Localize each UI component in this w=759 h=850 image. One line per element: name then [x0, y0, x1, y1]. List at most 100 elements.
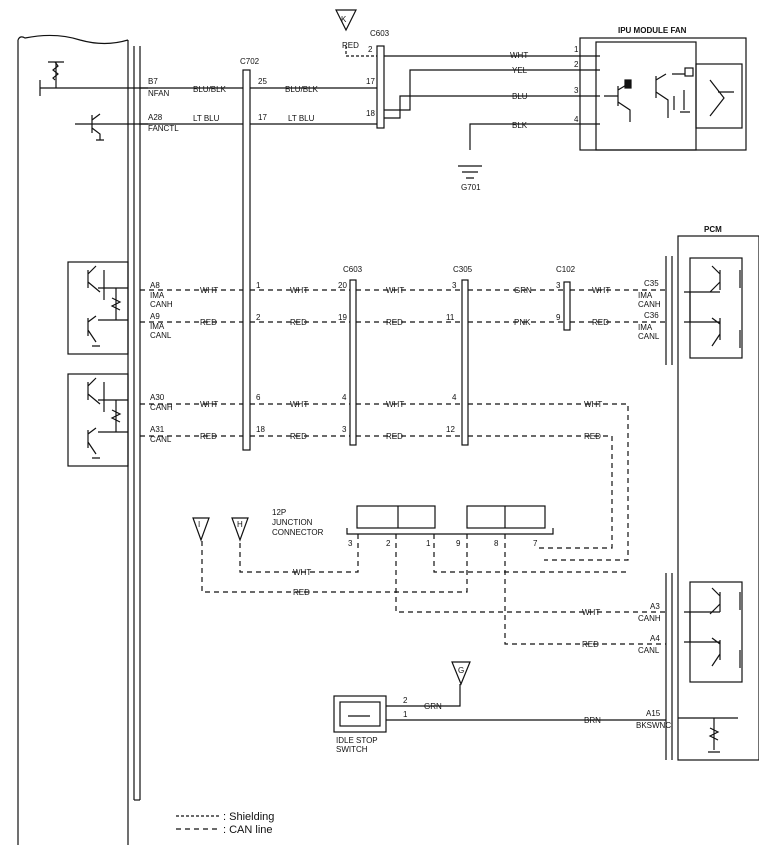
ecu-a30: A30: [150, 393, 165, 402]
c702-connector: [242, 69, 251, 451]
wire-blu-fan: BLU: [512, 92, 528, 101]
fan-pin-4: 4: [574, 115, 579, 124]
wire-wht-a8-2: WHT: [290, 286, 308, 295]
pin-4-c305: 4: [452, 393, 457, 402]
ground-label: G701: [461, 183, 481, 192]
ecu-nfan: NFAN: [148, 89, 170, 98]
pcm-c35-name-1: IMA: [638, 291, 653, 300]
wire-wht-a30: WHT: [200, 400, 218, 409]
pcm-a15-name: BKSWNC: [636, 721, 671, 730]
pin-3-c305: 3: [452, 281, 457, 290]
wire-blu-blk-left: BLU/BLK: [193, 85, 227, 94]
jpin-3: 3: [348, 539, 353, 548]
idle-switch-label-1: IDLE STOP: [336, 736, 378, 745]
wire-wht-a8-3: WHT: [386, 286, 404, 295]
ecu-a8-name-2: CANH: [150, 300, 173, 309]
pin-6-c702: 6: [256, 393, 261, 402]
wire-red-a31-2: RED: [290, 432, 307, 441]
ecu-a30-name: CANH: [150, 403, 173, 412]
pcm-a3-name: CANH: [638, 614, 661, 623]
ecu-a8-name-1: IMA: [150, 291, 165, 300]
switch-pin-2: 2: [403, 696, 408, 705]
switch-pin-1: 1: [403, 710, 408, 719]
fan-pin-2: 2: [574, 60, 579, 69]
wire-wht-a30-3: WHT: [386, 400, 404, 409]
wire-red-a31-4: RED: [584, 432, 601, 441]
wire-wht-a8: WHT: [200, 286, 218, 295]
ecu-can-transceiver-1: [67, 261, 129, 355]
pin-17-c702: 17: [258, 113, 267, 122]
junction-label-3: CONNECTOR: [272, 528, 324, 537]
pin-4-c603: 4: [342, 393, 347, 402]
ref-h: H: [237, 520, 243, 529]
wire-blu-blk-right: BLU/BLK: [285, 85, 319, 94]
c603-mid-connector: [349, 279, 357, 446]
wire-red-a9-3: RED: [386, 318, 403, 327]
pin-1-c702: 1: [256, 281, 261, 290]
wire-wht-h: WHT: [293, 568, 311, 577]
wire-grn: GRN: [514, 286, 532, 295]
wire-wht-a30-2: WHT: [290, 400, 308, 409]
pin-3-c102: 3: [556, 281, 561, 290]
pin-18-c702: 18: [256, 425, 265, 434]
jpin-8: 8: [494, 539, 499, 548]
pcm-can-transceiver-2: [689, 581, 743, 683]
c603-top-label: C603: [370, 29, 390, 38]
junction-connector-left: [356, 505, 436, 529]
ecu-a31: A31: [150, 425, 165, 434]
fan-pin-1: 1: [574, 45, 579, 54]
c603-mid-label: C603: [343, 265, 363, 274]
ref-i: I: [198, 520, 200, 529]
junction-label-2: JUNCTION: [272, 518, 313, 527]
wire-red-a9: RED: [200, 318, 217, 327]
pin-19-c603: 19: [338, 313, 347, 322]
pcm-can-transceiver-1: [689, 257, 743, 359]
wire-red-a9-2: RED: [290, 318, 307, 327]
pin-12-c305: 12: [446, 425, 455, 434]
pin-11-c305: 11: [446, 313, 455, 322]
ecu-fanctl: FANCTL: [148, 124, 179, 133]
ecu-a31-name: CANL: [150, 435, 172, 444]
pcm-c35-name-2: CANH: [638, 300, 661, 309]
jpin-2: 2: [386, 539, 391, 548]
pin-20-c603: 20: [338, 281, 347, 290]
wire-red-a4: RED: [582, 640, 599, 649]
c305-connector: [461, 279, 469, 446]
wire-pnk: PNK: [514, 318, 531, 327]
idle-stop-switch: [333, 695, 387, 733]
junction-connector-right: [466, 505, 546, 529]
wire-red-i: RED: [293, 588, 310, 597]
wire-red-a31: RED: [200, 432, 217, 441]
pin-2-top: 2: [368, 45, 373, 54]
ipu-fan-title: IPU MODULE FAN: [618, 26, 687, 35]
idle-switch-label-2: SWITCH: [336, 745, 368, 754]
ecu-a9-name-2: CANL: [150, 331, 172, 340]
wire-blk-fan: BLK: [512, 121, 528, 130]
legend-can-line: : CAN line: [223, 824, 273, 836]
ipu-fan-motor: [695, 63, 743, 129]
jpin-1: 1: [426, 539, 431, 548]
pcm-a15: A15: [646, 709, 661, 718]
pcm-c36-name-1: IMA: [638, 323, 653, 332]
wire-lt-blu-left: LT BLU: [193, 114, 220, 123]
wire-red-a31-3: RED: [386, 432, 403, 441]
pcm-c35: C35: [644, 279, 659, 288]
ecu-can-transceiver-2: [67, 373, 129, 467]
wire-red-a9-4: RED: [592, 318, 609, 327]
pin-3-c603: 3: [342, 425, 347, 434]
pcm-c36-name-2: CANL: [638, 332, 660, 341]
c305-label: C305: [453, 265, 473, 274]
ecu-a28: A28: [148, 113, 163, 122]
pin-17-top: 17: [366, 77, 375, 86]
wire-wht-a3: WHT: [582, 608, 600, 617]
wire-brn: BRN: [584, 716, 601, 725]
c702-label: C702: [240, 57, 260, 66]
pin-9-c102: 9: [556, 313, 561, 322]
c603-top-connector: [376, 45, 385, 129]
c102-label: C102: [556, 265, 576, 274]
pcm-a4: A4: [650, 634, 660, 643]
ecu-a9-name-1: IMA: [150, 322, 165, 331]
wire-lt-blu-right: LT BLU: [288, 114, 315, 123]
junction-label-1: 12P: [272, 508, 286, 517]
